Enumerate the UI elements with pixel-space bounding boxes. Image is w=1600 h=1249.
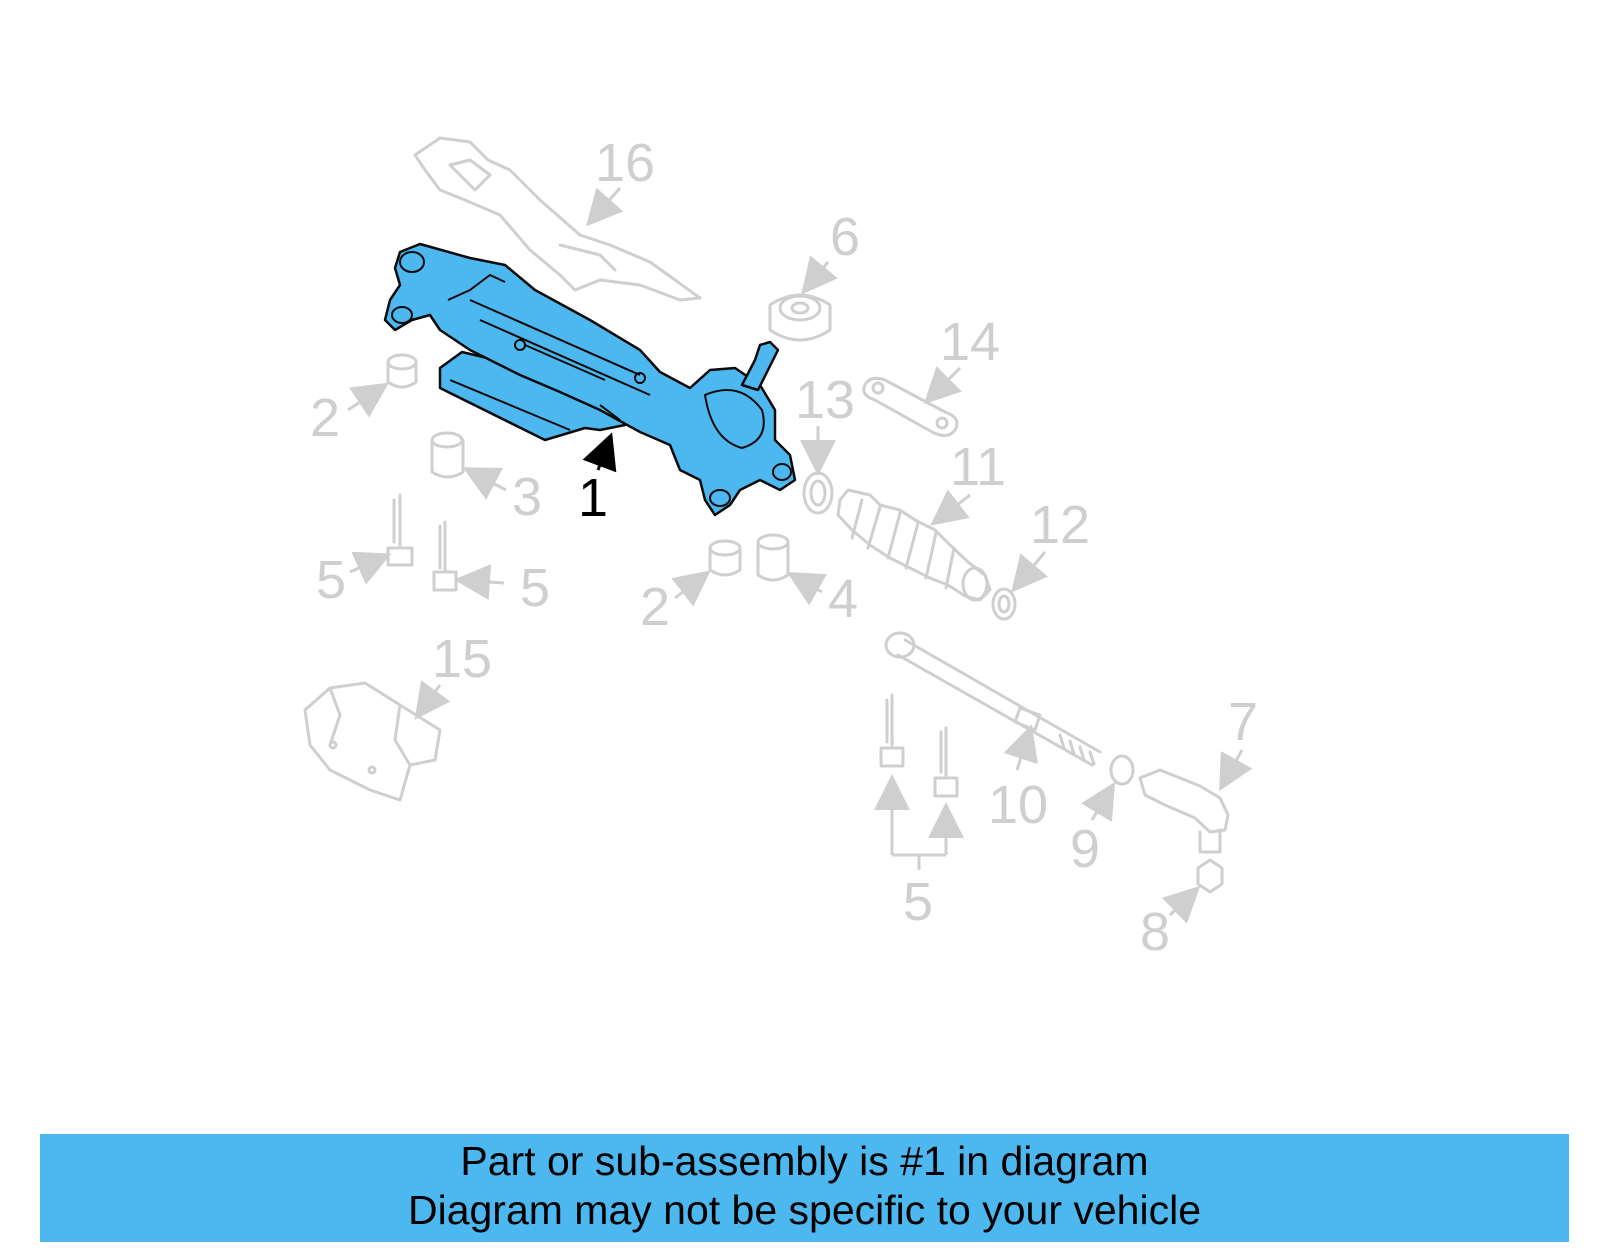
- part-5-bolt-a: [386, 493, 414, 567]
- part-9-jam-nut: [1109, 754, 1135, 786]
- callout-3: 3: [462, 467, 542, 527]
- callout-8: 8: [1140, 885, 1201, 962]
- part-1-steering-gear: [383, 242, 797, 517]
- svg-text:15: 15: [432, 629, 492, 689]
- svg-text:2: 2: [640, 577, 670, 637]
- svg-text:12: 12: [1030, 495, 1090, 555]
- part-4-bushing: [756, 533, 790, 582]
- callout-4: 4: [786, 569, 858, 629]
- callout-5-middle: 5: [454, 558, 550, 618]
- svg-text:5: 5: [520, 558, 550, 618]
- svg-text:5: 5: [316, 550, 346, 610]
- callout-13: 13: [795, 370, 855, 476]
- callout-10: 10: [988, 724, 1048, 835]
- svg-text:5: 5: [903, 872, 933, 932]
- part-5-bolt-b: [432, 520, 458, 592]
- callout-7: 7: [1219, 692, 1258, 792]
- part-2-bushing-right: [708, 539, 742, 577]
- svg-text:9: 9: [1070, 819, 1100, 879]
- banner-line-2: Diagram may not be specific to your vehi…: [407, 1187, 1201, 1233]
- part-12-clamp: [991, 587, 1017, 621]
- callout-11: 11: [930, 437, 1006, 526]
- svg-text:13: 13: [795, 370, 855, 430]
- svg-text:2: 2: [310, 388, 340, 448]
- part-7-tie-rod-end: [1138, 768, 1230, 854]
- svg-text:6: 6: [830, 207, 860, 267]
- callout-5-bottom: 5: [874, 774, 964, 932]
- part-8-nut: [1196, 858, 1224, 894]
- callout-6: 6: [801, 207, 860, 295]
- part-6-grommet: [768, 293, 832, 342]
- part-5-bolt-c: [879, 693, 905, 768]
- part-10-tie-rod: [884, 631, 1102, 767]
- svg-text:1: 1: [578, 468, 608, 528]
- part-16-heat-shield: [413, 136, 702, 302]
- part-15-shield: [303, 681, 442, 802]
- callout-1: 1: [578, 432, 617, 528]
- callout-14: 14: [923, 312, 1000, 405]
- callout-2-right: 2: [640, 570, 711, 637]
- callout-9: 9: [1070, 781, 1116, 879]
- part-14-bracket: [862, 376, 959, 437]
- svg-text:8: 8: [1140, 902, 1170, 962]
- part-5-bolt-d: [933, 726, 959, 798]
- banner-line-1: Part or sub-assembly is #1 in diagram: [460, 1138, 1149, 1184]
- svg-text:10: 10: [988, 775, 1048, 835]
- svg-text:14: 14: [940, 312, 1000, 372]
- svg-text:16: 16: [595, 133, 655, 193]
- svg-text:3: 3: [512, 467, 542, 527]
- part-11-boot: [836, 488, 992, 602]
- callout-16: 16: [586, 133, 655, 227]
- callout-15: 15: [414, 629, 492, 720]
- callout-12: 12: [1011, 495, 1090, 593]
- callout-2-left: 2: [310, 382, 389, 448]
- svg-text:7: 7: [1228, 692, 1258, 752]
- part-13-clamp: [802, 471, 834, 515]
- part-3-bushing: [430, 431, 465, 479]
- callout-5-left: 5: [316, 550, 392, 610]
- part-2-bushing-left: [386, 353, 418, 389]
- svg-text:11: 11: [950, 437, 1006, 497]
- info-banner: Part or sub-assembly is #1 in diagram Di…: [40, 1134, 1569, 1242]
- svg-text:4: 4: [828, 569, 858, 629]
